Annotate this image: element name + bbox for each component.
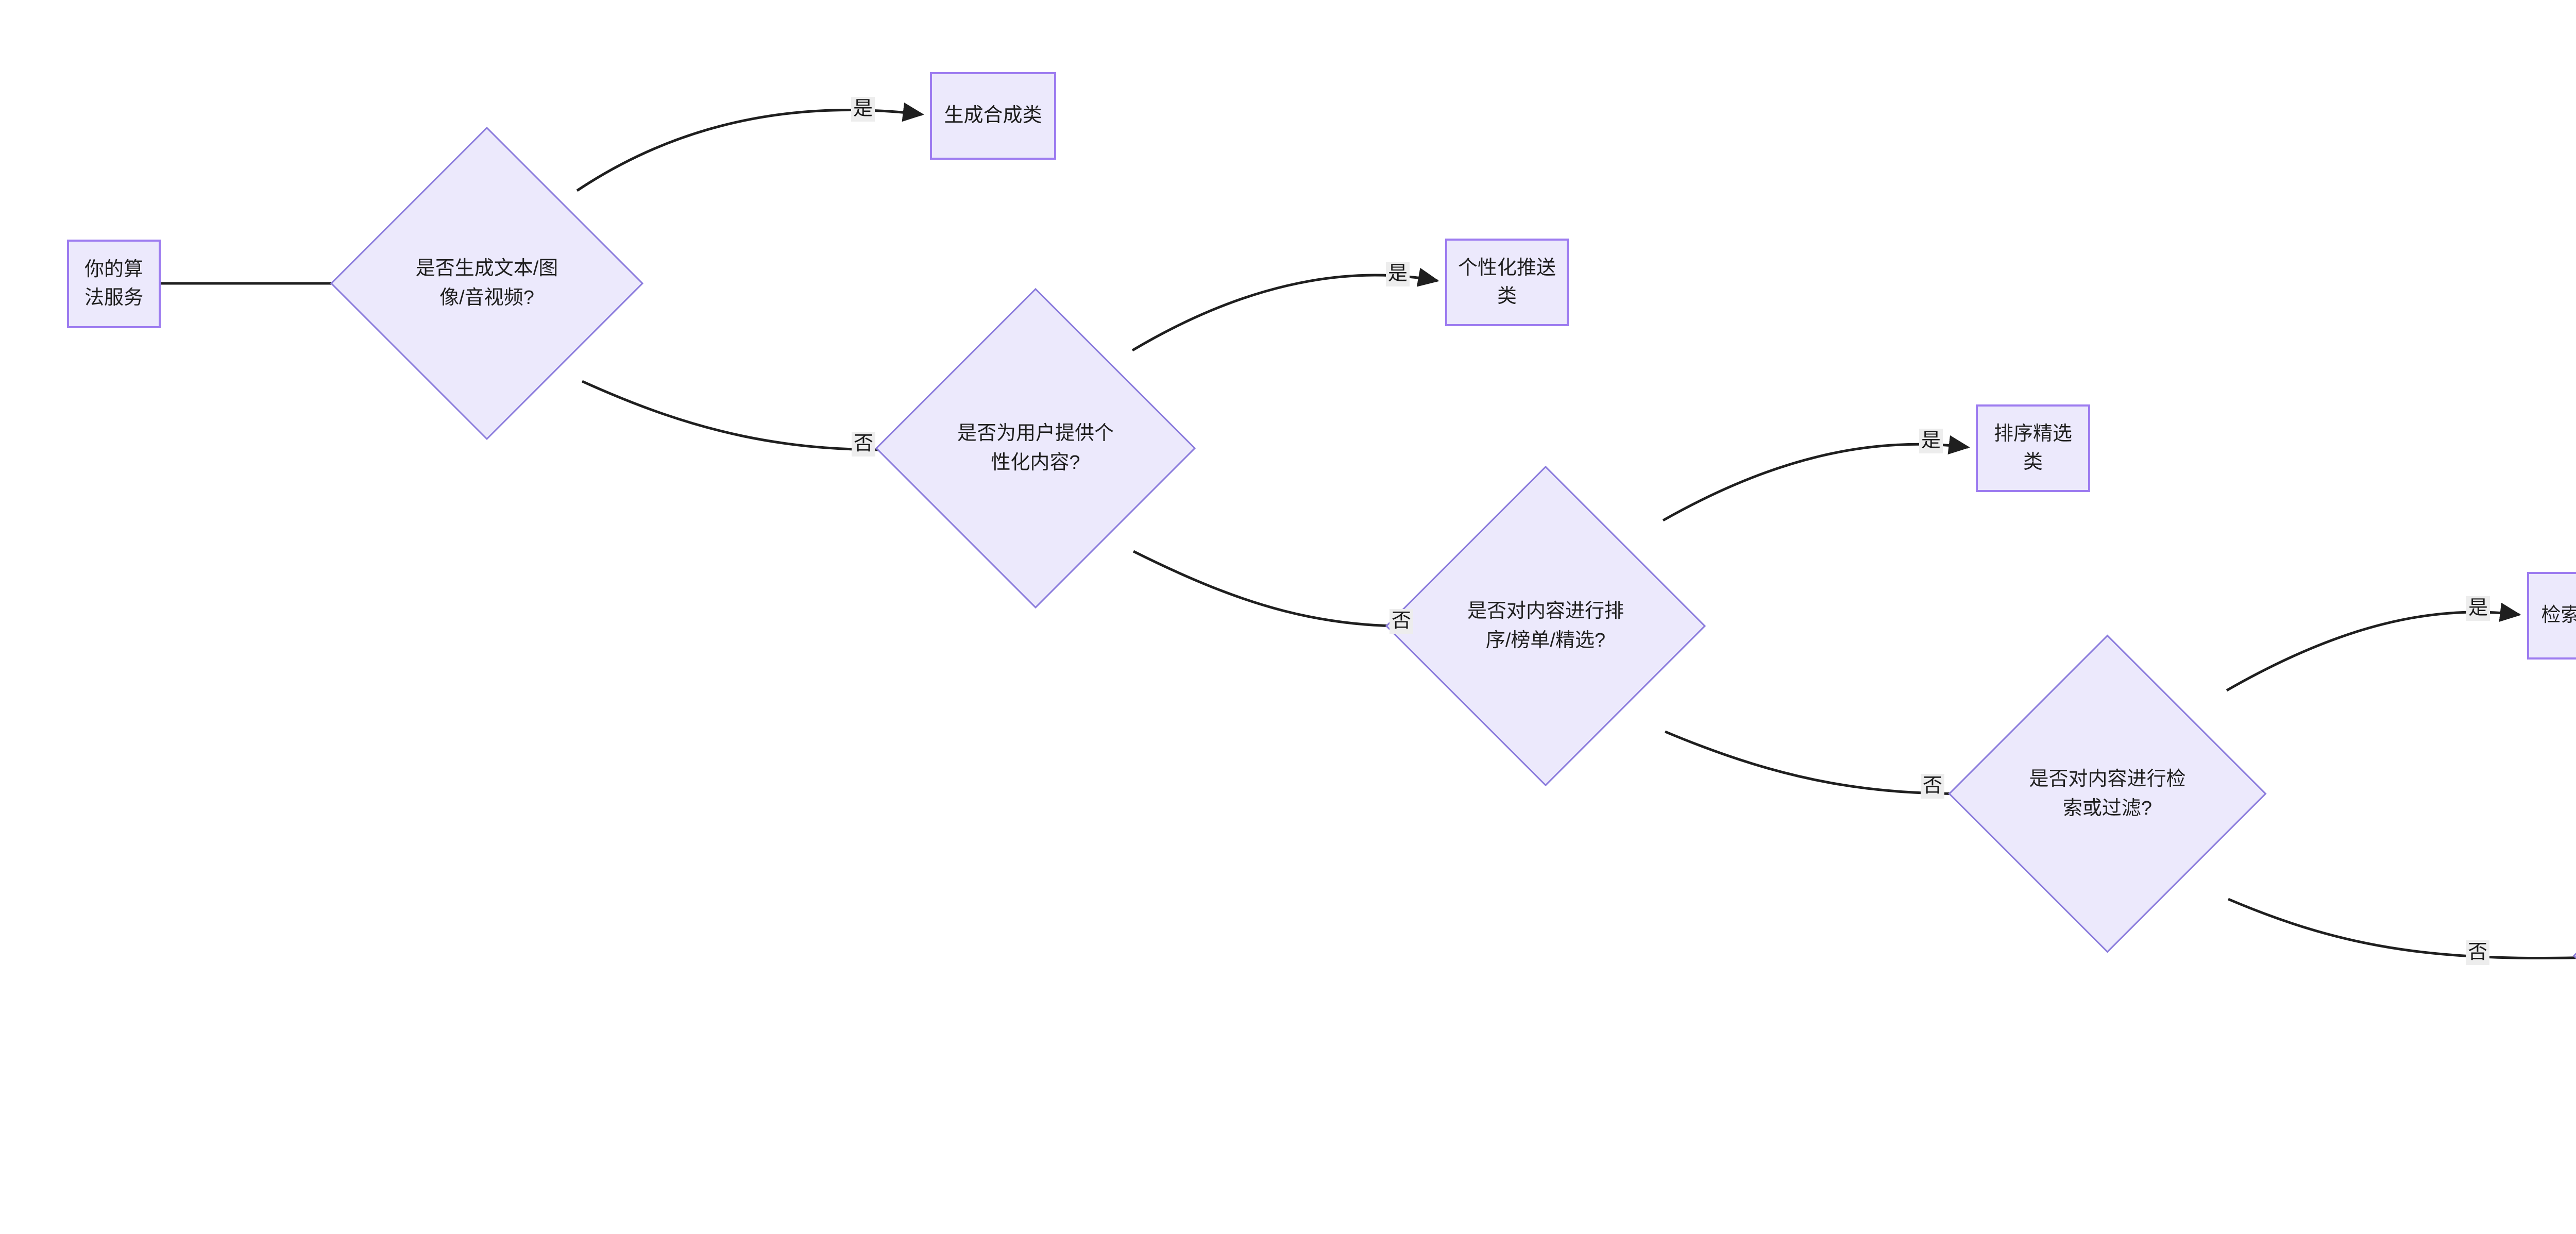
node-result-retrieval-filter-label: 检索过滤类: [2541, 604, 2576, 627]
node-decision-retrieval-label: 是否对内容进行检索或过滤?: [2029, 768, 2186, 819]
diamond-shape: [2572, 795, 2576, 1117]
edge-label-d1-no: 否: [852, 432, 876, 457]
edge-d2-yes-to-r2: [1131, 267, 1439, 352]
node-result-ranking-selection-label: 排序精选类: [1993, 422, 2072, 473]
node-decision-generate[interactable]: 是否生成文本/图像/音视频?: [330, 126, 644, 441]
edge-d4-yes-to-r4: [2226, 602, 2521, 692]
node-decision-ranking[interactable]: 是否对内容进行排序/榜单/精选?: [1385, 465, 1706, 787]
edge-label-d2-no: 否: [1389, 609, 1414, 634]
node-decision-ranking-label: 是否对内容进行排序/榜单/精选?: [1467, 600, 1624, 651]
node-result-personalized-push-label: 个性化推送类: [1458, 257, 1556, 307]
node-decision-generate-label: 是否生成文本/图像/音视频?: [415, 258, 558, 309]
node-decision-personalized[interactable]: 是否为用户提供个性化内容?: [875, 288, 1196, 609]
edge-label-d2-yes: 是: [1386, 262, 1410, 286]
edge-d4-no-to-d5: [2228, 898, 2576, 960]
edge-label-d3-yes: 是: [1919, 429, 1943, 453]
edge-d1-yes-to-r1: [576, 102, 924, 192]
edge-d2-no-to-d3: [1132, 550, 1428, 636]
node-result-ranking-selection[interactable]: 排序精选类: [1976, 404, 2090, 492]
edge-d3-yes-to-r3: [1662, 435, 1970, 522]
edge-label-d1-yes: 是: [851, 97, 875, 122]
edge-label-d4-no: 否: [2466, 940, 2490, 965]
node-result-generative[interactable]: 生成合成类: [930, 72, 1056, 160]
edge-label-d3-no: 否: [1921, 774, 1945, 799]
node-result-generative-label: 生成合成类: [944, 105, 1042, 127]
node-decision-retrieval[interactable]: 是否对内容进行检索或过滤?: [1948, 634, 2267, 953]
node-result-personalized-push[interactable]: 个性化推送类: [1445, 239, 1569, 326]
node-result-retrieval-filter[interactable]: 检索过滤类: [2527, 572, 2576, 660]
node-start-label: 你的算法服务: [84, 258, 143, 309]
edge-label-d4-yes: 是: [2466, 596, 2490, 621]
node-start[interactable]: 你的算法服务: [67, 240, 161, 328]
node-decision-personalized-label: 是否为用户提供个性化内容?: [957, 422, 1114, 474]
